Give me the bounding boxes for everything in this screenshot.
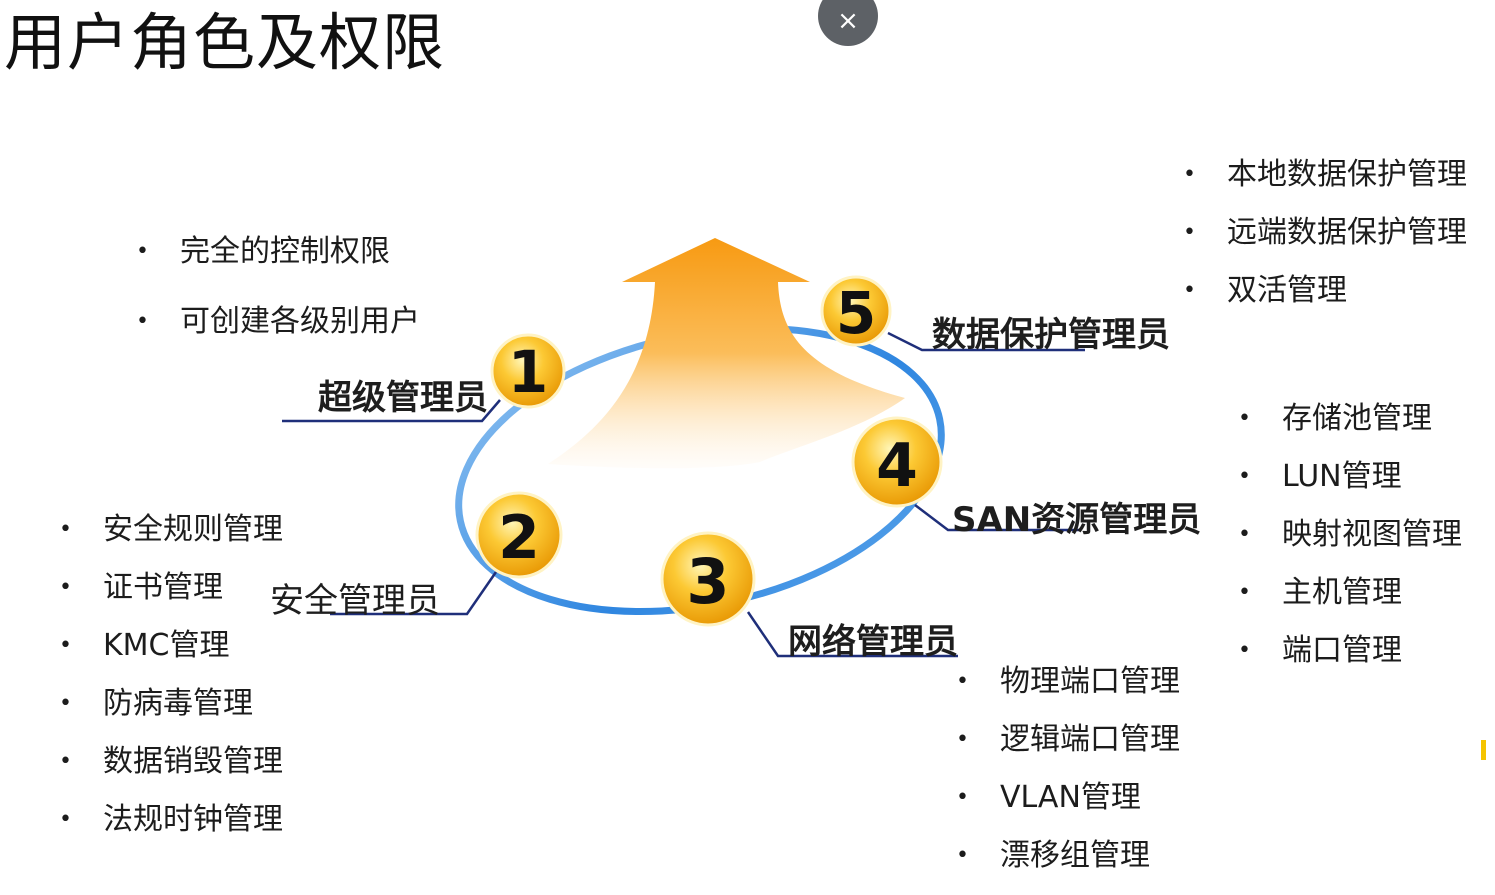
list-item: VLAN管理: [956, 779, 1180, 817]
leader-line-1: [282, 399, 501, 423]
list-item: 数据销毁管理: [59, 743, 283, 781]
role-badge-4: 4: [851, 416, 943, 508]
list-item: 端口管理: [1238, 632, 1462, 670]
role-badge-1: 1: [490, 333, 566, 409]
role-number-2: 2: [498, 503, 540, 573]
leader-line-4: [914, 504, 1080, 532]
leader-line-2: [330, 571, 498, 616]
role-number-1: 1: [508, 338, 548, 406]
role-label-security-admin: 安全管理员: [270, 581, 440, 621]
network-admin-permissions: 物理端口管理 逻辑端口管理 VLAN管理 漂移组管理: [956, 663, 1180, 895]
super-admin-permissions: 完全的控制权限 可创建各级别用户: [136, 233, 420, 373]
close-button[interactable]: ×: [818, 0, 878, 46]
role-number-3: 3: [686, 545, 729, 618]
role-number-5: 5: [836, 279, 876, 347]
role-badge-3: 3: [660, 531, 756, 627]
list-item: 本地数据保护管理: [1183, 156, 1467, 194]
role-label-san-admin: SAN资源管理员: [952, 500, 1202, 540]
leader-line-3: [746, 611, 958, 658]
data-protection-permissions: 本地数据保护管理 远端数据保护管理 双活管理: [1183, 156, 1467, 330]
role-number-4: 4: [876, 431, 918, 501]
role-badge-2: 2: [475, 491, 563, 579]
list-item: 远端数据保护管理: [1183, 214, 1467, 252]
role-label-data-protection-admin: 数据保护管理员: [932, 315, 1170, 355]
leader-lines: [282, 331, 1085, 658]
role-label-network-admin: 网络管理员: [788, 622, 958, 662]
list-item: 安全规则管理: [59, 511, 283, 549]
list-item: 映射视图管理: [1238, 516, 1462, 554]
list-item: 完全的控制权限: [136, 233, 420, 271]
list-item: 主机管理: [1238, 574, 1462, 612]
list-item: 漂移组管理: [956, 837, 1180, 875]
role-badges: 1 2 3 4 5: [475, 275, 943, 627]
upward-arrow-icon: [548, 238, 905, 469]
security-admin-permissions: 安全规则管理 证书管理 KMC管理 防病毒管理 数据销毁管理 法规时钟管理: [59, 511, 283, 859]
role-label-super-admin: 超级管理员: [318, 378, 488, 418]
page-title: 用户角色及权限: [4, 6, 446, 79]
list-item: 存储池管理: [1238, 400, 1462, 438]
list-item: 物理端口管理: [956, 663, 1180, 701]
san-admin-permissions: 存储池管理 LUN管理 映射视图管理 主机管理 端口管理: [1238, 400, 1462, 690]
edge-marker: [1481, 740, 1486, 760]
list-item: 防病毒管理: [59, 685, 283, 723]
list-item: 逻辑端口管理: [956, 721, 1180, 759]
list-item: 法规时钟管理: [59, 801, 283, 839]
list-item: 可创建各级别用户: [136, 303, 420, 341]
list-item: LUN管理: [1238, 458, 1462, 496]
leader-line-5: [887, 331, 1085, 352]
list-item: 证书管理: [59, 569, 283, 607]
role-badge-5: 5: [820, 275, 892, 347]
list-item: KMC管理: [59, 627, 283, 665]
list-item: 双活管理: [1183, 272, 1467, 310]
